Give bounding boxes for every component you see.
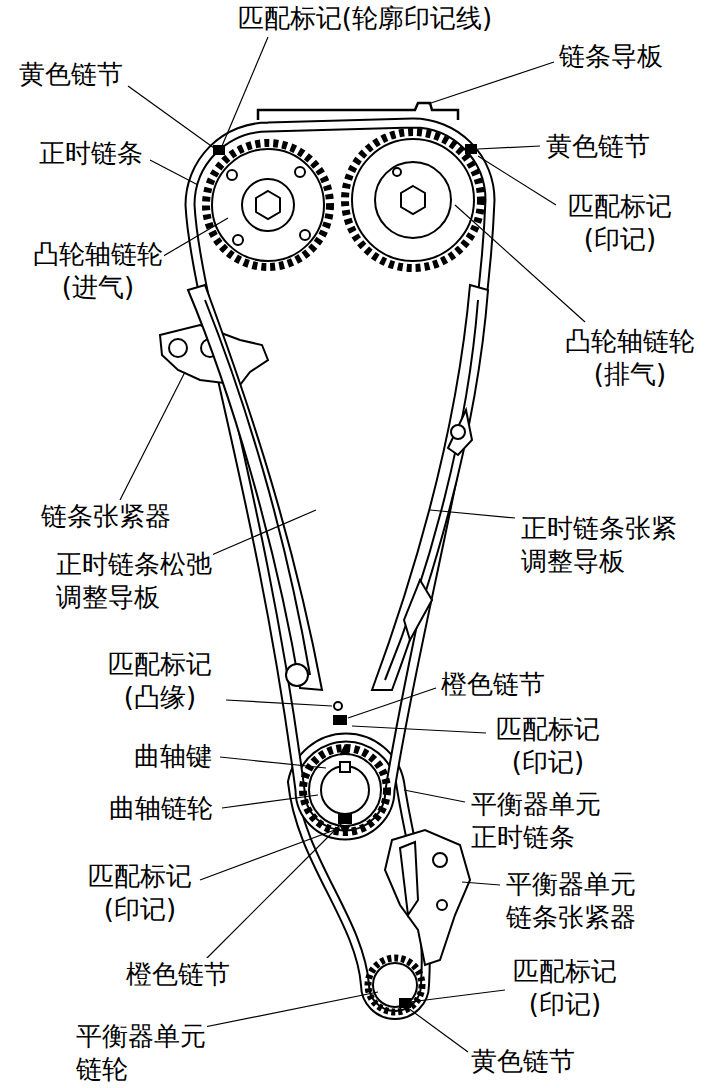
bolt (433, 853, 447, 867)
bolt (169, 339, 187, 357)
part-label: 匹配标记 (印记) (87, 860, 193, 925)
match-mark (341, 746, 349, 754)
leader-line (408, 1008, 468, 1052)
balancer-tensioner (385, 830, 470, 965)
balancer-chain-inner (292, 737, 426, 1015)
part-label: 凸轮轴链轮 (排气) (564, 325, 696, 390)
leader-line (348, 688, 436, 718)
part-label: 黄色链节 (470, 1045, 576, 1078)
leader-line (150, 160, 198, 185)
part-label: 正时链条张紧 调整导板 (520, 512, 678, 577)
balancer-tensioner-shoe (400, 842, 418, 915)
part-label: 匹配标记 (印记) (495, 713, 601, 778)
intake-hub (242, 179, 294, 231)
leader-line (404, 790, 465, 802)
crank-key (340, 762, 350, 772)
hole (295, 167, 305, 177)
leader-line (478, 156, 556, 205)
chain-guide (258, 103, 458, 120)
bolt (451, 425, 465, 439)
leader-line (428, 62, 554, 104)
leader-line (220, 757, 326, 768)
crank-sprocket (309, 754, 381, 826)
part-label: 橙色链节 (125, 958, 231, 991)
part-label: 匹配标记(轮廓印记线) (237, 2, 493, 35)
leader-line (226, 700, 332, 706)
exhaust-ring (375, 162, 451, 238)
flange-mark (334, 702, 342, 710)
part-label: 平衡器单元 正时链条 (470, 788, 602, 853)
part-label: 平衡器单元 链轮 (75, 1020, 207, 1085)
chain-link-mark (466, 145, 476, 153)
exhaust-sprocket-teeth (345, 132, 481, 268)
leader-line (160, 218, 228, 258)
chain-link-mark (339, 815, 351, 823)
guide-tab (404, 580, 432, 640)
leader-line (410, 990, 505, 1002)
part-label: 曲轴键 (133, 740, 213, 773)
balancer-sprocket-teeth (368, 958, 422, 1012)
leader-line (120, 372, 185, 500)
crank-bore (321, 766, 369, 814)
hex-bolt (256, 191, 280, 219)
slack-guide-rib (205, 300, 310, 675)
tension-guide-rib (385, 300, 478, 680)
timing-chain (190, 123, 490, 835)
bolt (437, 900, 447, 910)
intake-sprocket (212, 149, 324, 261)
part-label: 匹配标记 (凸缘) (107, 648, 213, 713)
leader-line (462, 882, 500, 885)
chain-link-mark (400, 999, 410, 1007)
hex-bolt (401, 186, 425, 214)
part-label: 链条导板 (558, 40, 664, 73)
part-label: 正时链条松弛 调整导板 (55, 548, 213, 613)
chain-link-mark (214, 146, 224, 154)
hole (227, 170, 237, 180)
hole (300, 230, 310, 240)
part-label: 正时链条 (38, 137, 144, 170)
leader-line (455, 205, 585, 322)
part-label: 黄色链节 (18, 58, 124, 91)
hole (233, 235, 243, 245)
balancer-sprocket (373, 963, 417, 1007)
match-mark (341, 826, 349, 834)
crank-sprocket-teeth (303, 748, 387, 832)
part-label: 链条张紧器 (40, 500, 172, 533)
part-label: 黄色链节 (545, 130, 651, 163)
leader-line (200, 828, 340, 880)
part-label: 平衡器单元 链条张紧器 (505, 868, 637, 933)
part-label: 匹配标记 (印记) (512, 955, 618, 1020)
leader-line (200, 510, 316, 560)
leader-line (478, 146, 540, 149)
tension-guide (372, 285, 488, 690)
chain-link-mark (334, 716, 346, 724)
part-label: 曲轴链轮 (108, 792, 214, 825)
leader-line (352, 726, 486, 733)
exhaust-sprocket (352, 139, 474, 261)
intake-sprocket-teeth (206, 143, 330, 267)
leader-line (430, 510, 515, 518)
leader-line (222, 37, 268, 146)
slack-guide (188, 285, 322, 690)
part-label: 凸轮轴链轮 (进气) (32, 238, 164, 303)
part-label: 匹配标记 (印记) (567, 190, 673, 255)
part-label: 橙色链节 (440, 668, 546, 701)
leader-line (222, 795, 318, 808)
pivot (286, 664, 308, 686)
balancer-chain (292, 737, 426, 1015)
timing-chain-inner (190, 123, 490, 835)
guide-tab (448, 410, 472, 455)
pin (393, 168, 401, 176)
leader-line (200, 822, 343, 965)
